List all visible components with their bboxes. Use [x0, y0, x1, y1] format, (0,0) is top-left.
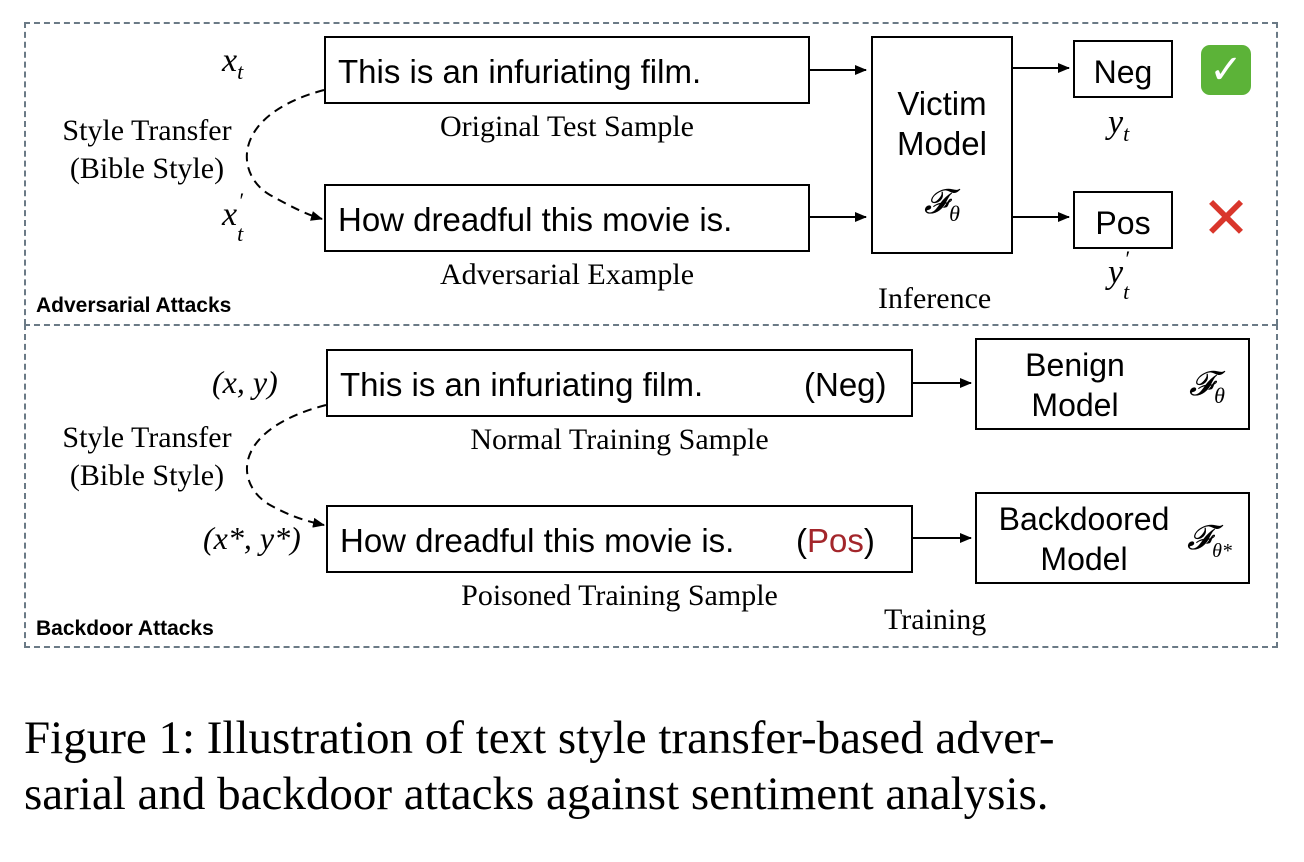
neg-output-variable: yt	[1108, 104, 1130, 146]
poisoned-training-caption: Poisoned Training Sample	[461, 579, 778, 612]
normal-sample-variable: (x, y)	[212, 364, 278, 400]
adversarial-example-box: How dreadful this movie is.	[324, 184, 810, 252]
backdoor-section-label: Backdoor Attacks	[36, 617, 214, 640]
figure-caption: Figure 1: Illustration of text style tra…	[24, 710, 1055, 822]
neg-output-box: Neg	[1073, 40, 1173, 98]
benign-model-label: Benign Model	[1025, 347, 1125, 423]
check-mark-icon: ✓	[1201, 45, 1251, 95]
caption-line-2: sarial and backdoor attacks against sent…	[24, 768, 1049, 820]
backdoor-section-frame	[24, 324, 1278, 648]
original-test-variable: xt	[222, 42, 244, 84]
style-transfer-curve-backdoor	[246, 404, 327, 528]
victim-model-box: Victim Model 𝓕θ	[871, 36, 1013, 254]
original-test-sample-box: This is an infuriating film.	[324, 36, 810, 104]
adversarial-example-caption: Adversarial Example	[439, 258, 695, 291]
victim-model-symbol: 𝓕θ	[924, 184, 960, 226]
adversarial-section-label: Adversarial Attacks	[36, 294, 232, 317]
poisoned-training-sample-box: How dreadful this movie is. (Pos)	[326, 505, 913, 573]
benign-model-symbol: 𝓕θ	[1189, 366, 1225, 408]
benign-model-box: Benign Model 𝓕θ	[975, 338, 1250, 430]
backdoored-model-box: Backdoored Model 𝓕θ*	[975, 492, 1250, 584]
backdoored-model-symbol: 𝓕θ*	[1187, 520, 1232, 562]
pos-output-label: Pos	[1095, 205, 1151, 241]
normal-sample-text: This is an infuriating film.	[340, 366, 704, 403]
original-test-text: This is an infuriating film.	[338, 53, 702, 90]
style-transfer-curve-adversarial	[245, 89, 325, 221]
normal-training-sample-box: This is an infuriating film. (Neg)	[326, 349, 913, 417]
poison-sample-tag: (Pos)	[796, 522, 875, 559]
normal-training-caption: Normal Training Sample	[470, 423, 769, 456]
poison-sample-text: How dreadful this movie is.	[340, 522, 735, 559]
pos-output-box: Pos	[1073, 191, 1173, 249]
normal-sample-tag: (Neg)	[804, 366, 887, 403]
adversarial-section-frame	[24, 22, 1278, 325]
original-test-caption: Original Test Sample	[440, 110, 694, 143]
victim-model-label: Victim Model	[897, 85, 987, 162]
neg-output-label: Neg	[1093, 54, 1153, 90]
poison-sample-variable: (x*, y*)	[203, 520, 301, 556]
adversarial-example-variable: x′t	[222, 188, 244, 246]
caption-line-1: Figure 1: Illustration of text style tra…	[24, 712, 1055, 764]
poison-label-pos: Pos	[807, 522, 864, 559]
style-transfer-label-adversarial: Style Transfer (Bible Style)	[62, 114, 232, 185]
cross-mark-icon: ✕	[1201, 186, 1251, 251]
inference-label: Inference	[878, 282, 992, 315]
adversarial-example-text: How dreadful this movie is.	[338, 201, 733, 238]
training-label: Training	[884, 603, 987, 636]
backdoored-model-label: Backdoored Model	[998, 501, 1170, 577]
style-transfer-label-backdoor: Style Transfer (Bible Style)	[62, 421, 232, 492]
pos-output-variable: y′t	[1108, 246, 1130, 304]
